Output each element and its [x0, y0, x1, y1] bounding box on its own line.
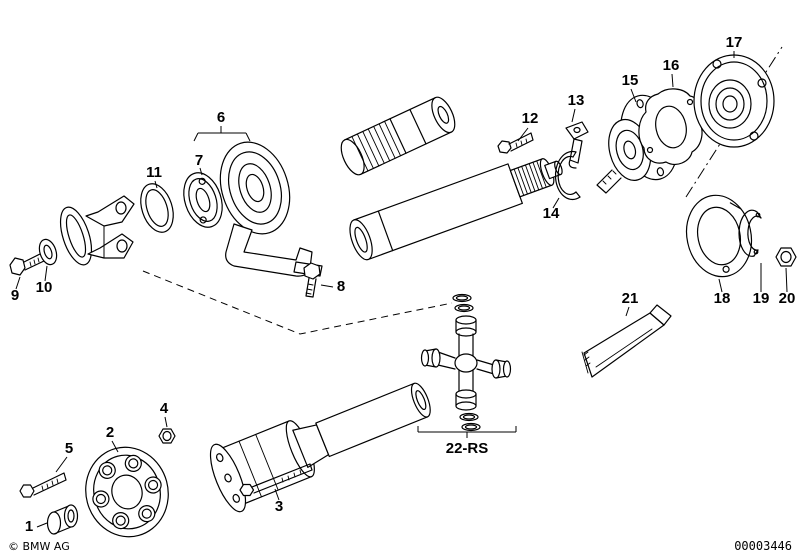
- spline-sleeve: [340, 96, 456, 176]
- callout-2[interactable]: 2: [106, 424, 114, 441]
- callout-8[interactable]: 8: [337, 278, 345, 295]
- part-19-lock-ring: [738, 209, 762, 257]
- callout-4[interactable]: 4: [160, 400, 169, 417]
- document-number-text: 00003446: [734, 539, 792, 553]
- part-1-spacer: [46, 504, 79, 535]
- part-6-center-support: [219, 141, 323, 277]
- copyright-text: © BMW AG: [8, 540, 70, 553]
- callout-21[interactable]: 21: [622, 290, 639, 307]
- callout-3[interactable]: 3: [275, 498, 283, 515]
- part-5-bolt: [19, 472, 67, 498]
- part-13-clamp: [565, 121, 589, 169]
- callout-18[interactable]: 18: [714, 290, 731, 307]
- callout-17[interactable]: 17: [726, 34, 743, 51]
- callout-9[interactable]: 9: [11, 287, 19, 304]
- callout-16[interactable]: 16: [663, 57, 680, 74]
- part-17-flange-housing: [693, 54, 775, 148]
- callout-10[interactable]: 10: [36, 279, 53, 296]
- front-yoke: [59, 195, 135, 266]
- part-3-bolt: [239, 463, 313, 497]
- callout-5[interactable]: 5: [65, 440, 73, 457]
- callout-12[interactable]: 12: [522, 110, 539, 127]
- callout-7[interactable]: 7: [195, 152, 203, 169]
- part-20-nut: [775, 247, 797, 267]
- rear-shaft-assembly: [209, 382, 431, 513]
- callout-leader-lines: [15, 51, 788, 528]
- callout-22rs[interactable]: 22-RS: [446, 440, 489, 457]
- part-2-flex-disc: [85, 446, 169, 538]
- callout-20[interactable]: 20: [779, 290, 796, 307]
- part-7-bearing: [183, 172, 223, 228]
- callout-15[interactable]: 15: [622, 72, 639, 89]
- callout-13[interactable]: 13: [568, 92, 585, 109]
- callout-6[interactable]: 6: [217, 109, 225, 126]
- assembly-dashed-line: [142, 270, 453, 335]
- part-16-gasket: [638, 88, 703, 165]
- part-4-nut: [158, 428, 176, 444]
- part-22rs-spider-kit: [420, 293, 512, 432]
- callout-1[interactable]: 1: [25, 518, 33, 535]
- driveshaft-tube: [349, 158, 563, 261]
- part-8-bolt: [303, 262, 321, 298]
- part-14-clamp: [554, 150, 581, 201]
- callout-11[interactable]: 11: [146, 164, 162, 181]
- part-10-washer: [38, 238, 58, 266]
- part-21-grease-tube: [581, 304, 672, 378]
- part-18-cover: [685, 194, 753, 278]
- part-11-ring: [140, 183, 174, 233]
- callout-19[interactable]: 19: [753, 290, 770, 307]
- part-9-bolt: [9, 252, 45, 276]
- callout-14[interactable]: 14: [543, 205, 560, 222]
- part-12-bolt: [497, 132, 534, 154]
